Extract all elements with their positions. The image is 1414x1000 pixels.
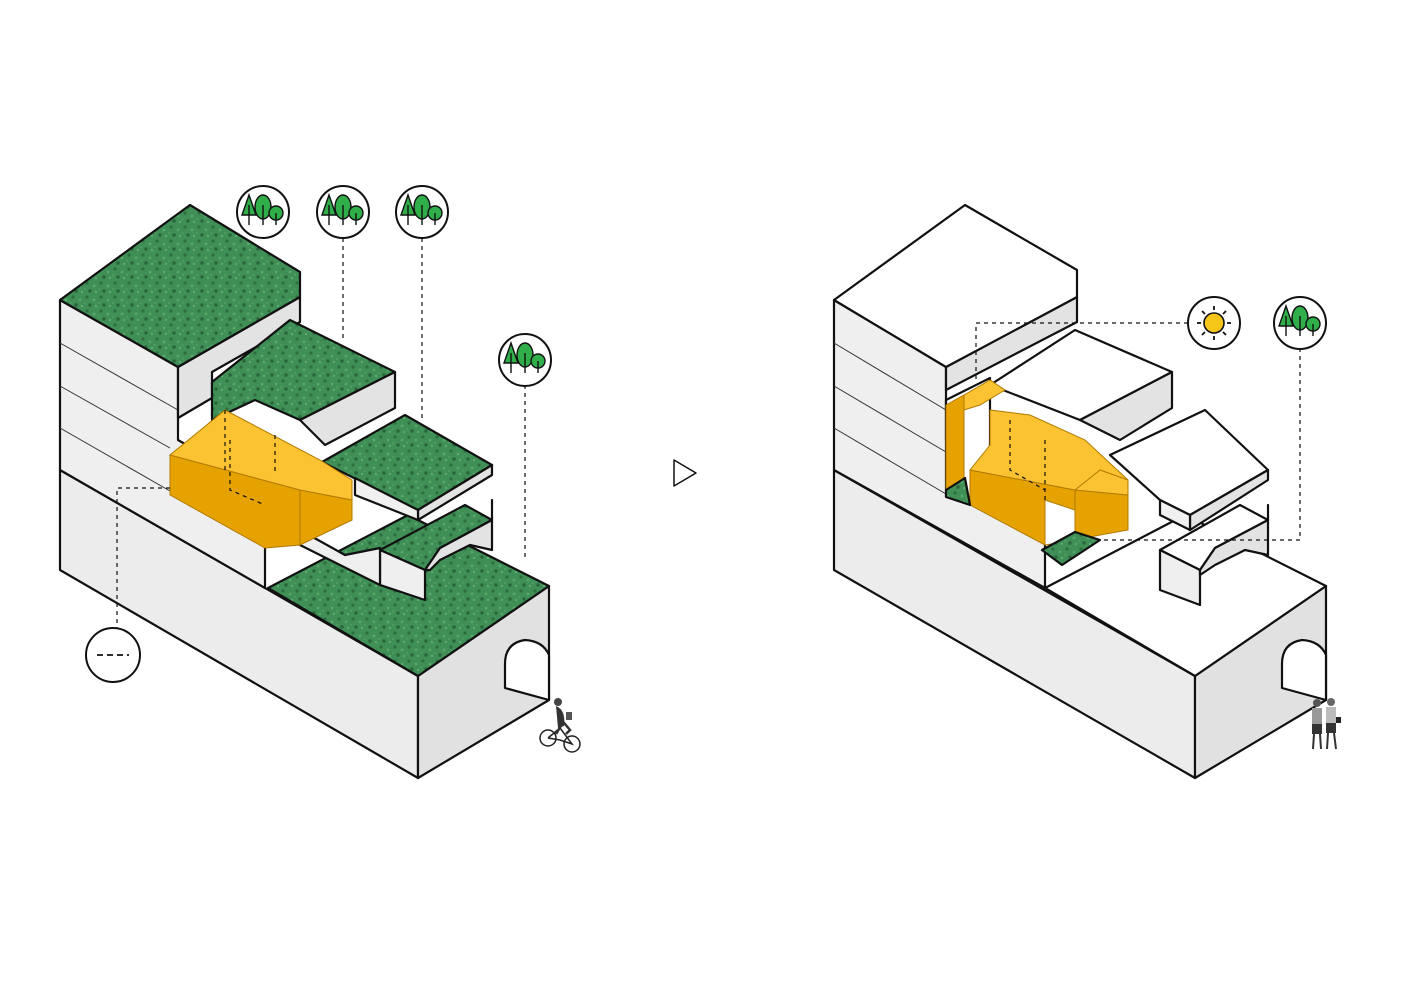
leader-lines-after [975,322,1301,541]
green-roof-top [58,203,302,369]
tree-icon [498,333,552,387]
play-arrow-icon [673,459,697,487]
cyclist-figure [539,698,581,753]
dashed-line-icon [85,627,141,683]
terrace-2 [210,318,397,447]
green-patch-2 [1040,530,1102,567]
arch-opening [503,638,551,702]
tree-icon [1273,296,1327,350]
leader-lines-before [116,238,526,628]
terrace-4 [298,498,494,602]
panel-before [58,185,581,780]
panel-after [832,203,1341,780]
tree-icon [395,185,449,239]
tree-icon [316,185,370,239]
tree-icon [236,185,290,239]
base-plinth [58,468,551,780]
white-roof-top [832,203,1079,369]
pedestrians-figure [1312,698,1341,750]
sun-icon [1187,296,1241,350]
terrace-3 [320,413,494,522]
green-patch-1 [944,476,972,507]
yellow-volume-before [168,409,353,549]
